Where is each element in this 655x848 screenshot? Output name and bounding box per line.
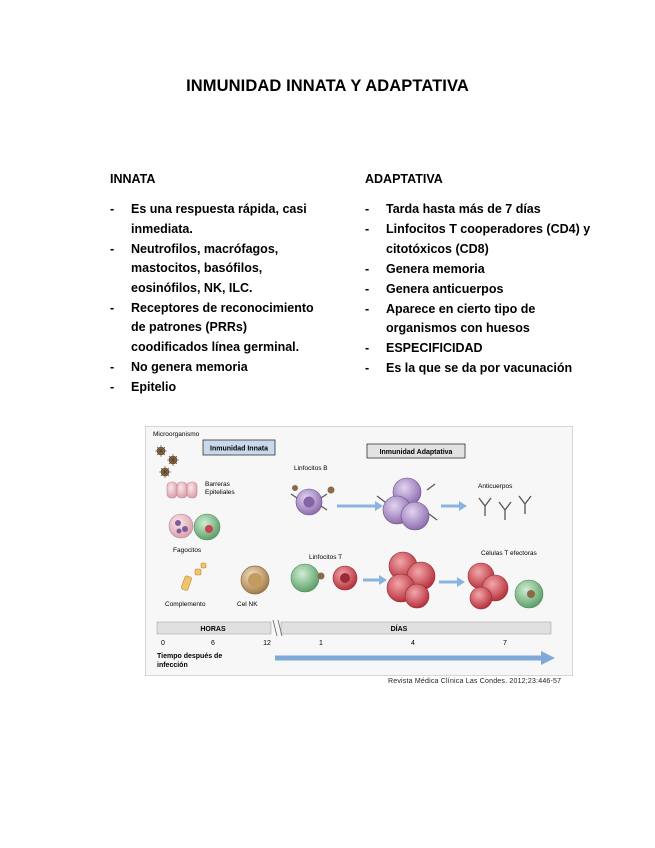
antibody-icon <box>478 495 532 520</box>
axis-break <box>272 619 283 637</box>
microorganism-icon <box>155 445 179 478</box>
phagocyte-icon <box>168 513 221 541</box>
arrow-head <box>379 575 387 585</box>
label-anticuerpos: Anticuerpos <box>478 483 513 490</box>
label-innate-box: Inmunidad Innata <box>210 446 268 453</box>
adaptativa-list: Tarda hasta más de 7 días Linfocitos T c… <box>365 200 595 379</box>
t-cell-cluster-icon <box>386 551 436 609</box>
label-fagocitos: Fagocitos <box>173 547 202 554</box>
list-item: ESPECIFICIDAD <box>365 339 595 359</box>
list-item: Receptores de reconocimiento de patrones… <box>110 299 325 358</box>
tick-label: 4 <box>411 640 415 647</box>
complement-icon <box>181 562 207 591</box>
tick-label: 0 <box>161 640 165 647</box>
label-tiempo-2: infección <box>157 662 188 669</box>
figure-caption: Revista Médica Clínica Las Condes. 2012;… <box>388 678 562 685</box>
innata-heading: INNATA <box>110 172 156 186</box>
arrow-head <box>457 577 465 587</box>
antigen-icon <box>292 485 335 494</box>
tick-label: 6 <box>211 640 215 647</box>
page-title: INMUNIDAD INNATA Y ADAPTATIVA <box>186 77 469 95</box>
list-item: Genera memoria <box>365 260 595 280</box>
label-complemento: Complemento <box>165 601 206 608</box>
b-cell-cluster-icon <box>376 477 438 531</box>
label-tiempo-1: Tiempo después de <box>157 653 222 660</box>
list-item: Tarda hasta más de 7 días <box>365 200 595 220</box>
list-item: Aparece en cierto tipo de organismos con… <box>365 300 595 339</box>
b-cell-icon <box>290 488 328 516</box>
epithelial-barrier-icon <box>166 481 198 499</box>
tick-label: 7 <box>503 640 507 647</box>
list-item: Genera anticuerpos <box>365 280 595 300</box>
innate-box <box>202 439 276 456</box>
label-adaptive-box: Inmunidad Adaptativa <box>380 449 453 456</box>
innata-column: INNATA Es una respuesta rápida, casi inm… <box>110 172 325 398</box>
timeline-horas-band <box>156 621 272 635</box>
nk-cell-icon <box>240 565 270 595</box>
adaptativa-heading: ADAPTATIVA <box>365 172 443 186</box>
tick-label: 12 <box>263 640 271 647</box>
innata-list: Es una respuesta rápida, casi inmediata.… <box>110 200 325 397</box>
list-item: Es una respuesta rápida, casi inmediata. <box>110 200 325 239</box>
immunity-figure: Microorganismo Inmunidad Innata Barreras… <box>145 426 573 676</box>
label-epiteliales: Epiteliales <box>205 489 235 496</box>
figure-frame <box>145 426 573 676</box>
list-item: Linfocitos T cooperadores (CD4) y citotó… <box>365 220 595 259</box>
effector-t-cell-icon <box>467 562 544 610</box>
adaptive-box <box>366 443 466 459</box>
list-item: Epitelio <box>110 378 325 398</box>
label-microorganismo: Microorganismo <box>153 431 200 438</box>
t-cell-icon <box>290 563 358 593</box>
label-linfocitos-t: Linfocitos T <box>309 554 342 561</box>
time-arrow-head <box>541 651 555 665</box>
label-cel-nk: Cel NK <box>237 601 258 608</box>
list-item: No genera memoria <box>110 358 325 378</box>
label-horas: HORAS <box>200 626 226 633</box>
list-item: Es la que se da por vacunación <box>365 359 595 379</box>
label-linfocitos-b: Linfocitos B <box>294 465 328 472</box>
label-dias: DÍAS <box>391 624 408 633</box>
arrow-head <box>375 501 383 511</box>
arrow-head <box>459 501 467 511</box>
tick-label: 1 <box>319 640 323 647</box>
timeline-dias-band <box>280 621 552 635</box>
list-item: Neutrofilos, macrófagos, mastocitos, bas… <box>110 240 325 299</box>
adaptativa-column: ADAPTATIVA Tarda hasta más de 7 días Lin… <box>365 172 595 379</box>
label-barreras: Barreras <box>205 481 231 488</box>
label-celulas-t: Células T efectoras <box>481 550 538 557</box>
